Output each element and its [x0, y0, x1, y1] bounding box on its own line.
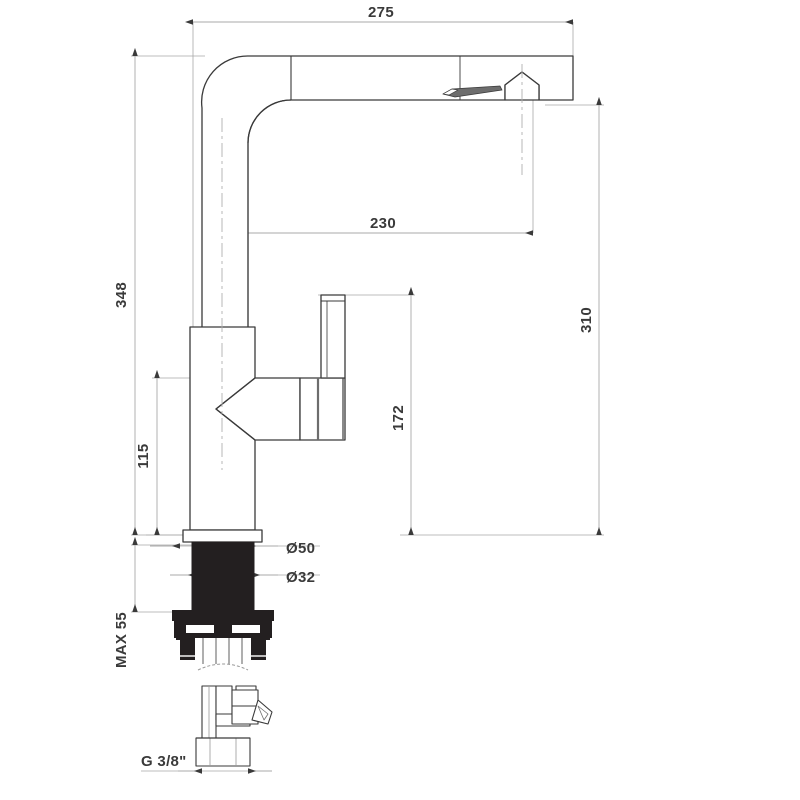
mounting-shank — [191, 541, 255, 611]
valve-outlet-nut — [195, 737, 251, 767]
angle-valve-detail — [195, 685, 273, 767]
dim-label-348: 348 — [113, 282, 130, 308]
stud-left — [180, 638, 195, 660]
mounting-hardware — [172, 610, 274, 671]
dim-label-d50: Ø50 — [286, 540, 315, 557]
bracket-slot-left — [186, 625, 214, 633]
dim-label-172: 172 — [390, 405, 407, 431]
dimension-labels: 275 230 348 310 172 115 Ø50 Ø32 MAX 55 G… — [113, 4, 595, 770]
valve-head-cap — [235, 685, 257, 691]
faucet-outline — [182, 55, 574, 543]
shank-body — [191, 541, 255, 611]
bracket-tab-right — [260, 618, 270, 640]
spout-inner-arc — [247, 99, 292, 144]
lever-handle — [320, 294, 346, 379]
wedge-v-notch — [215, 377, 256, 441]
dim-label-310: 310 — [578, 307, 595, 333]
centre-line — [221, 64, 523, 470]
valve-handle-wing-inner — [257, 705, 269, 721]
stud-right — [251, 638, 266, 660]
dim-label-230: 230 — [370, 215, 396, 232]
bracket-tab-left — [176, 618, 186, 640]
valve-handle-wing — [251, 699, 273, 725]
spray-toggle-highlight — [442, 88, 459, 96]
dim-label-max55: MAX 55 — [113, 612, 130, 668]
valve-lever-body — [231, 705, 259, 725]
base-flange — [182, 529, 263, 543]
hose-bundle-curve — [197, 663, 249, 671]
dim-label-115: 115 — [135, 443, 152, 468]
supply-hose-lines — [202, 638, 243, 664]
dim-label-g38: G 3/8" — [141, 753, 187, 770]
dim-label-275: 275 — [368, 4, 394, 21]
dimension-lines — [132, 19, 602, 774]
mounting-plate — [172, 610, 274, 621]
dim-label-d32: Ø32 — [286, 569, 315, 586]
bracket-slot-right — [232, 625, 260, 633]
valve-head-block — [231, 689, 259, 707]
handle-hub — [299, 377, 346, 441]
